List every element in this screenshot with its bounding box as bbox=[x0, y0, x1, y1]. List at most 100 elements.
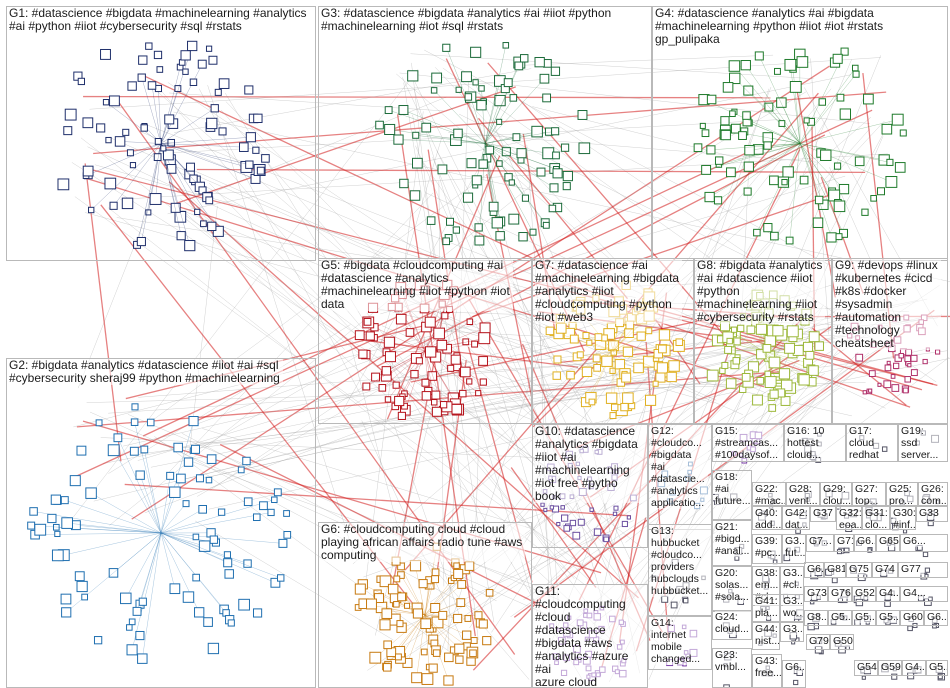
node[interactable] bbox=[746, 325, 756, 335]
group-g5c[interactable]: G5... bbox=[876, 610, 900, 626]
node[interactable] bbox=[833, 162, 842, 170]
node[interactable] bbox=[432, 649, 441, 657]
group-g33[interactable]: G33 bbox=[916, 506, 948, 522]
node[interactable] bbox=[381, 608, 393, 619]
group-g19[interactable]: G19: ssd server... bbox=[898, 424, 948, 462]
node[interactable] bbox=[724, 345, 733, 354]
group-g73[interactable]: G73 bbox=[804, 586, 828, 602]
node[interactable] bbox=[552, 168, 563, 179]
node[interactable] bbox=[237, 466, 245, 474]
node[interactable] bbox=[737, 324, 745, 332]
node[interactable] bbox=[427, 371, 438, 381]
node[interactable] bbox=[870, 195, 877, 202]
node[interactable] bbox=[611, 403, 619, 412]
node[interactable] bbox=[166, 164, 177, 174]
node[interactable] bbox=[577, 110, 588, 120]
node[interactable] bbox=[224, 569, 234, 579]
node[interactable] bbox=[851, 64, 859, 72]
node[interactable] bbox=[383, 640, 392, 650]
node[interactable] bbox=[474, 223, 483, 232]
node[interactable] bbox=[560, 505, 565, 510]
group-g4b[interactable]: G4... bbox=[900, 586, 948, 602]
node[interactable] bbox=[397, 592, 406, 602]
node[interactable] bbox=[410, 370, 419, 379]
node[interactable] bbox=[743, 85, 754, 96]
node[interactable] bbox=[470, 46, 482, 58]
node[interactable] bbox=[732, 357, 741, 365]
node[interactable] bbox=[784, 342, 795, 354]
node[interactable] bbox=[420, 618, 432, 630]
node[interactable] bbox=[120, 592, 132, 605]
node[interactable] bbox=[577, 518, 585, 526]
node[interactable] bbox=[656, 362, 669, 374]
node[interactable] bbox=[621, 520, 628, 528]
node[interactable] bbox=[462, 630, 472, 640]
group-g52[interactable]: G52 bbox=[852, 586, 876, 602]
node[interactable] bbox=[205, 476, 213, 484]
node[interactable] bbox=[743, 161, 754, 172]
node[interactable] bbox=[478, 619, 488, 629]
node[interactable] bbox=[396, 620, 404, 628]
node[interactable] bbox=[394, 653, 402, 661]
node[interactable] bbox=[384, 396, 392, 403]
node[interactable] bbox=[136, 236, 146, 247]
node[interactable] bbox=[706, 145, 716, 155]
node[interactable] bbox=[769, 175, 779, 186]
node[interactable] bbox=[212, 225, 224, 237]
node[interactable] bbox=[404, 602, 411, 609]
node[interactable] bbox=[96, 123, 106, 133]
node[interactable] bbox=[384, 351, 396, 363]
node[interactable] bbox=[431, 72, 443, 84]
node[interactable] bbox=[609, 412, 617, 420]
node[interactable] bbox=[877, 382, 882, 387]
node[interactable] bbox=[77, 77, 86, 86]
node[interactable] bbox=[791, 640, 796, 645]
node[interactable] bbox=[894, 162, 906, 173]
node[interactable] bbox=[363, 317, 372, 326]
group-g6b[interactable]: G6... bbox=[900, 534, 948, 552]
node[interactable] bbox=[814, 341, 824, 351]
node[interactable] bbox=[836, 93, 845, 102]
group-g18[interactable]: G18: #ai future... bbox=[712, 470, 752, 520]
node[interactable] bbox=[107, 444, 120, 457]
node[interactable] bbox=[548, 204, 557, 213]
node[interactable] bbox=[277, 574, 285, 582]
node[interactable] bbox=[450, 354, 461, 365]
node[interactable] bbox=[472, 79, 479, 86]
group-g1[interactable]: G1: #datascience #bigdata #machinelearni… bbox=[6, 6, 316, 261]
node[interactable] bbox=[529, 228, 537, 236]
node[interactable] bbox=[721, 361, 729, 369]
group-g15[interactable]: G15: #streamcas... #100daysof... bbox=[712, 424, 784, 462]
node[interactable] bbox=[184, 240, 196, 252]
group-g30[interactable]: G30: #inf... bbox=[890, 506, 916, 530]
group-g5b[interactable]: G5... bbox=[852, 610, 876, 626]
node[interactable] bbox=[455, 86, 462, 93]
node[interactable] bbox=[409, 190, 421, 201]
node[interactable] bbox=[755, 323, 768, 335]
node[interactable] bbox=[362, 382, 371, 391]
node[interactable] bbox=[387, 583, 399, 595]
node[interactable] bbox=[420, 648, 428, 656]
node[interactable] bbox=[29, 507, 38, 516]
node[interactable] bbox=[126, 149, 134, 157]
node[interactable] bbox=[594, 333, 603, 341]
node[interactable] bbox=[407, 70, 419, 82]
node[interactable] bbox=[242, 456, 251, 466]
node[interactable] bbox=[129, 162, 137, 169]
node[interactable] bbox=[902, 387, 909, 394]
node[interactable] bbox=[886, 158, 894, 166]
node[interactable] bbox=[563, 525, 571, 532]
node[interactable] bbox=[369, 651, 382, 664]
node[interactable] bbox=[922, 551, 929, 558]
group-g20[interactable]: G20: solas... #sola... bbox=[712, 566, 752, 612]
group-g50[interactable]: G50 bbox=[830, 634, 854, 650]
node[interactable] bbox=[166, 471, 175, 480]
node[interactable] bbox=[601, 355, 613, 367]
node[interactable] bbox=[126, 624, 133, 631]
node[interactable] bbox=[832, 53, 843, 64]
node[interactable] bbox=[868, 388, 873, 393]
node[interactable] bbox=[576, 351, 584, 359]
node[interactable] bbox=[430, 87, 438, 94]
node[interactable] bbox=[47, 513, 57, 524]
node[interactable] bbox=[491, 217, 504, 229]
